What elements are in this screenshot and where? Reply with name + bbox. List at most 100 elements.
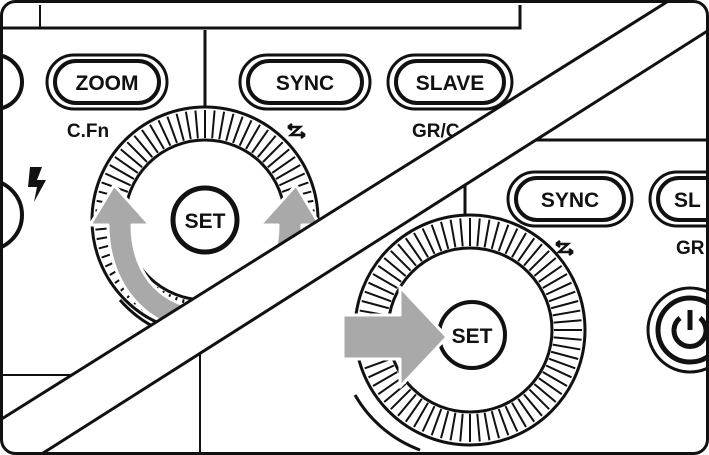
dial-tick — [364, 290, 392, 303]
dial-tick — [225, 113, 235, 142]
dial-tick — [275, 164, 301, 180]
dial-tick — [232, 116, 244, 144]
slave-label: SLAVE — [416, 72, 484, 95]
set-label: SET — [185, 210, 226, 233]
dial-tick — [166, 116, 178, 144]
dial-tick — [413, 402, 429, 428]
dial-tick — [109, 164, 135, 180]
dial-tick — [390, 388, 412, 410]
dial-tick — [430, 408, 443, 436]
dial-tick — [553, 336, 582, 341]
dial-tick — [533, 257, 557, 277]
dial-tick — [552, 343, 581, 351]
dial-tick — [483, 412, 491, 441]
dial-tick — [542, 371, 568, 387]
power-icon — [671, 316, 709, 349]
dial-tick — [126, 141, 148, 163]
dial-tick — [377, 264, 402, 283]
dial-tick — [175, 113, 185, 142]
dial-tick — [404, 398, 423, 423]
dial-tick — [459, 218, 464, 247]
diagonal-line-bottom — [39, 28, 709, 455]
flash-icon — [28, 167, 46, 202]
dial-tick — [483, 219, 491, 248]
dial-tick — [149, 124, 165, 150]
slave-sublabel-right: GR — [676, 238, 705, 259]
dial-housing-lip-right — [353, 394, 421, 452]
sync-symbol-icon — [287, 123, 306, 139]
dial-tick — [368, 364, 395, 379]
dial-tick — [538, 264, 563, 283]
dial-tick — [251, 129, 269, 154]
dial-tick — [545, 364, 572, 379]
dial-tick — [256, 135, 277, 158]
dial-tick — [377, 377, 402, 396]
partial-button-left — [0, 53, 24, 111]
power-button — [655, 295, 709, 365]
dial-tick — [553, 319, 582, 324]
press-arrow-icon — [341, 285, 449, 389]
right-panel: SYNC SL GR SET — [199, 138, 709, 455]
flash-icon-lower — [288, 300, 305, 330]
dial-tick — [133, 135, 154, 158]
dial-tick — [542, 273, 568, 289]
dial-tick — [538, 377, 563, 396]
dial-tick — [267, 148, 290, 169]
dial-tick — [548, 357, 576, 370]
dial-tick — [504, 405, 519, 432]
dial-tick — [271, 156, 296, 174]
dial-tick — [548, 290, 576, 303]
dial-tick — [397, 243, 417, 267]
dial-tick — [368, 281, 395, 296]
dial-tick — [157, 119, 172, 147]
sync-label-right: SYNC — [541, 189, 599, 212]
dial-tick — [262, 141, 284, 163]
dial-tick — [517, 398, 536, 423]
dial-tick — [430, 224, 443, 252]
dial-tick — [497, 224, 510, 252]
dial-tick — [476, 218, 481, 247]
dial-tick — [421, 228, 436, 255]
sync-symbol-icon-right — [555, 240, 574, 256]
dial-tick — [397, 393, 417, 417]
dial-tick — [511, 232, 527, 258]
dial-tick — [528, 250, 550, 272]
dial-tick — [528, 388, 550, 410]
dial-tick — [523, 243, 543, 267]
dial-tick — [449, 412, 457, 441]
dial-tick — [440, 410, 450, 439]
partial-button-side — [0, 178, 24, 252]
dial-tick — [104, 172, 132, 187]
zoom-sublabel: C.Fn — [67, 121, 109, 142]
dial-tick — [440, 221, 450, 250]
dial-tick — [194, 110, 199, 139]
dial-tick — [404, 237, 423, 262]
dial-tick — [490, 221, 500, 250]
dial-tick — [511, 402, 527, 428]
slave-sublabel: GR/C — [412, 121, 460, 142]
dial-tick — [361, 300, 390, 310]
sync-label: SYNC — [276, 72, 334, 95]
diagonal-line-top — [0, 0, 671, 422]
sync-button — [246, 59, 364, 105]
panel-top-edge — [0, 5, 522, 30]
dial-tick — [449, 219, 457, 248]
dial-tick — [490, 410, 500, 439]
dial-tick — [372, 273, 398, 289]
dial-tick — [383, 257, 407, 277]
set-button — [170, 185, 240, 255]
dial-tick — [114, 156, 139, 174]
dial-tick — [550, 300, 579, 310]
dial-tick — [372, 371, 398, 387]
zoom-label: ZOOM — [76, 72, 139, 95]
dial-tick — [517, 237, 536, 262]
dial-tick — [533, 383, 557, 403]
dial-tick — [421, 405, 436, 432]
dial-tick — [184, 111, 192, 140]
dial-tick — [552, 309, 581, 317]
dial-tick — [238, 119, 253, 147]
dial-tick — [497, 408, 510, 436]
